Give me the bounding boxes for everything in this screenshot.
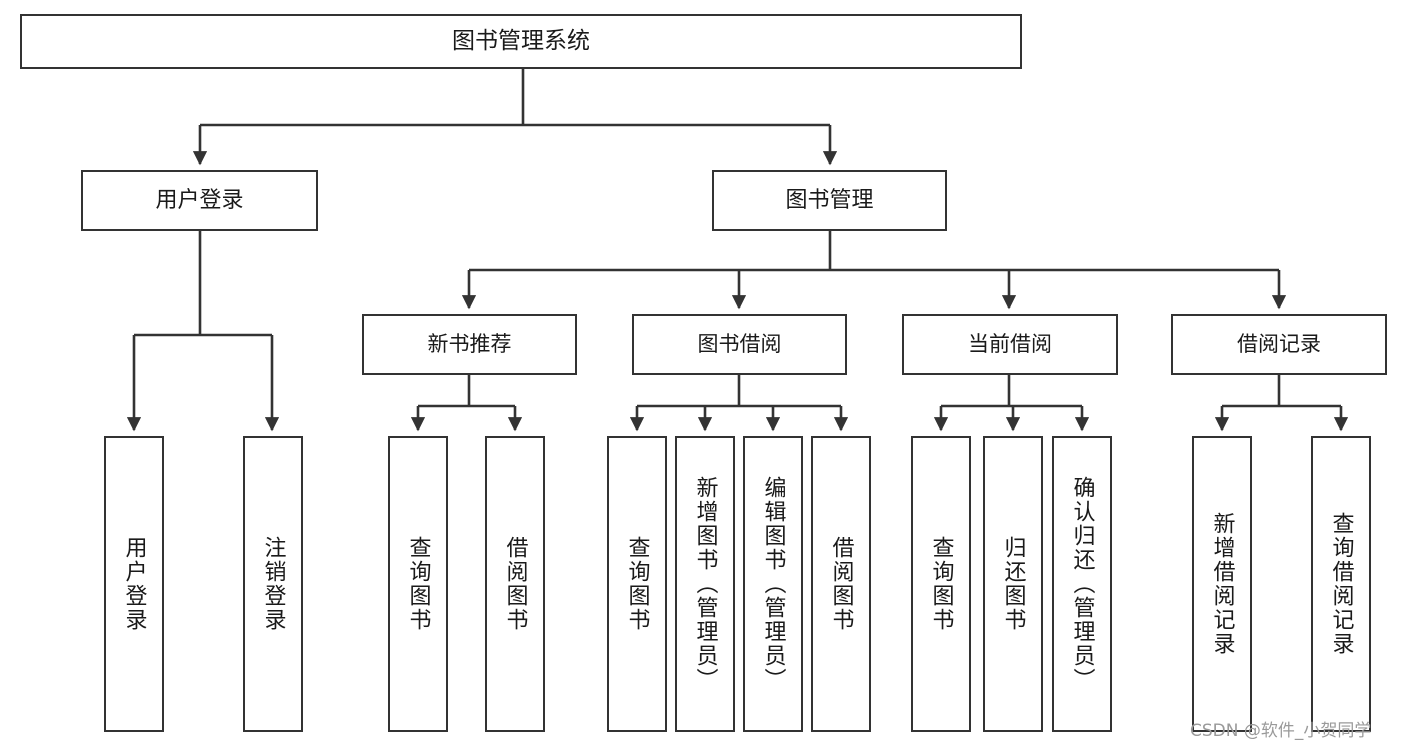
node-leaf-query-book-3-label: 查询图书 <box>928 536 954 632</box>
node-leaf-query-book-2-label: 查询图书 <box>624 536 650 632</box>
node-leaf-add-record-label: 新增借阅记录 <box>1209 512 1235 656</box>
node-leaf-query-record[interactable]: 查询借阅记录 <box>1311 436 1371 732</box>
node-leaf-query-book-2[interactable]: 查询图书 <box>607 436 667 732</box>
node-user-login-label: 用户登录 <box>155 187 244 213</box>
node-leaf-logout-label: 注销登录 <box>260 536 286 632</box>
node-current-borrow-label: 当前借阅 <box>968 332 1052 357</box>
node-new-book-recommend-label: 新书推荐 <box>427 332 512 357</box>
node-user-login[interactable]: 用户登录 <box>81 170 318 231</box>
node-leaf-query-record-label: 查询借阅记录 <box>1328 512 1354 656</box>
node-book-borrow[interactable]: 图书借阅 <box>632 314 847 375</box>
node-book-manage[interactable]: 图书管理 <box>712 170 947 231</box>
node-leaf-borrow-book-2[interactable]: 借阅图书 <box>811 436 871 732</box>
node-leaf-return-book[interactable]: 归还图书 <box>983 436 1043 732</box>
node-book-borrow-label: 图书借阅 <box>697 332 782 357</box>
watermark-text: CSDN @软件_小贺同学 <box>1190 721 1372 741</box>
node-leaf-logout[interactable]: 注销登录 <box>243 436 303 732</box>
node-borrow-record-label: 借阅记录 <box>1237 332 1321 357</box>
node-borrow-record[interactable]: 借阅记录 <box>1171 314 1387 375</box>
node-leaf-query-book-3[interactable]: 查询图书 <box>911 436 971 732</box>
node-root-label: 图书管理系统 <box>452 27 590 54</box>
node-new-book-recommend[interactable]: 新书推荐 <box>362 314 577 375</box>
node-leaf-confirm-return-label: 确认归还（管理员） <box>1069 476 1095 692</box>
node-book-manage-label: 图书管理 <box>785 187 874 213</box>
node-leaf-add-book[interactable]: 新增图书（管理员） <box>675 436 735 732</box>
node-leaf-user-login[interactable]: 用户登录 <box>104 436 164 732</box>
node-leaf-borrow-book-2-label: 借阅图书 <box>828 536 854 632</box>
node-leaf-borrow-book-1-label: 借阅图书 <box>502 536 528 632</box>
node-leaf-add-record[interactable]: 新增借阅记录 <box>1192 436 1252 732</box>
node-leaf-borrow-book-1[interactable]: 借阅图书 <box>485 436 545 732</box>
node-leaf-edit-book-label: 编辑图书（管理员） <box>760 476 786 692</box>
node-leaf-confirm-return[interactable]: 确认归还（管理员） <box>1052 436 1112 732</box>
node-leaf-query-book-1-label: 查询图书 <box>405 536 431 632</box>
node-leaf-return-book-label: 归还图书 <box>1000 536 1026 632</box>
node-current-borrow[interactable]: 当前借阅 <box>902 314 1118 375</box>
node-leaf-add-book-label: 新增图书（管理员） <box>692 476 718 692</box>
node-root[interactable]: 图书管理系统 <box>20 14 1022 69</box>
node-leaf-query-book-1[interactable]: 查询图书 <box>388 436 448 732</box>
node-leaf-user-login-label: 用户登录 <box>121 536 147 632</box>
node-leaf-edit-book[interactable]: 编辑图书（管理员） <box>743 436 803 732</box>
